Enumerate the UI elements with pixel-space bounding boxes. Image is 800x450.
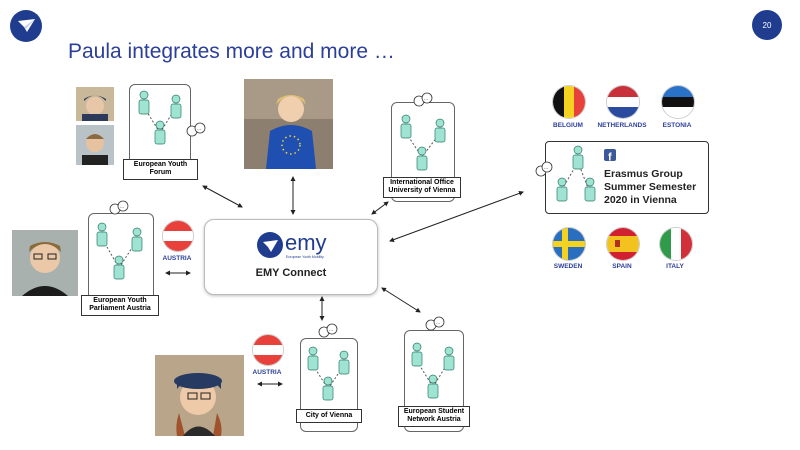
svg-text:...: ...: [120, 204, 124, 210]
person-photo-young-man: [76, 125, 114, 165]
emy-brand: emy: [285, 230, 327, 255]
person-icon: [307, 346, 350, 401]
network-diagram: [556, 145, 596, 202]
flag-label-austria: AUSTRIA: [252, 369, 282, 376]
flag-label-belgium: BELGIUM: [553, 122, 583, 129]
group-label-youth-parliament: European Youth Parliament Austria: [81, 295, 159, 316]
flag-belgium: [552, 85, 586, 119]
person-photo-young-man-large: [12, 230, 78, 296]
emy-tagline: European Youth Mobility: [286, 255, 324, 259]
flag-label-netherlands: NETHERLANDS: [597, 122, 647, 129]
svg-text:...: ...: [329, 327, 333, 333]
group-label-esn-austria: European Student Network Austria: [398, 406, 470, 427]
speech-bubble-icon: ...: [535, 161, 553, 177]
hub-title: EMY Connect: [255, 267, 327, 279]
speech-bubble-icon: ...: [318, 323, 338, 338]
speech-bubble-icon: ...: [425, 316, 445, 331]
svg-text:...: ...: [544, 165, 548, 171]
group-label-erasmus: Erasmus Group Summer Semester 2020 in Vi…: [604, 168, 697, 206]
flag-label-spain: SPAIN: [612, 263, 632, 270]
group-label-city-vienna: City of Vienna: [296, 409, 362, 423]
person-photo-cap-large: [155, 355, 244, 436]
speech-bubble-icon: ...: [186, 122, 206, 137]
group-card-youth-parliament: [88, 213, 154, 311]
flag-label-italy: ITALY: [666, 263, 684, 270]
facebook-icon: f: [604, 149, 616, 164]
flag-netherlands: [606, 85, 640, 119]
person-icon: [400, 114, 446, 171]
page-number-badge: 20: [752, 10, 782, 40]
group-label-youth-forum: European Youth Forum: [123, 159, 198, 180]
flag-label-sweden: SWEDEN: [553, 263, 583, 270]
paper-plane-icon: [18, 19, 35, 32]
person-icon: [138, 90, 182, 145]
svg-text:f: f: [608, 152, 612, 163]
emy-connect-hub: emy European Youth Mobility EMY Connect: [204, 219, 378, 295]
svg-text:...: ...: [436, 320, 440, 326]
paper-plane-icon: [257, 232, 283, 258]
group-label-intl-office: International Office University of Vienn…: [383, 177, 461, 198]
flag-spain: [606, 227, 640, 261]
flag-italy: [659, 227, 693, 261]
person-icon: [411, 342, 455, 399]
person-icon: [96, 222, 143, 280]
flag-austria: [162, 220, 194, 252]
speech-bubble-icon: ...: [109, 200, 129, 215]
svg-text:...: ...: [197, 126, 201, 132]
flag-label-austria: AUSTRIA: [162, 255, 192, 262]
speech-bubble-icon: ...: [413, 92, 433, 107]
slide-title: Paula integrates more and more …: [68, 40, 395, 63]
paper-plane-logo: [10, 10, 42, 42]
person-icon: [556, 145, 596, 202]
flag-label-estonia: ESTONIA: [662, 122, 692, 129]
person-photo-cap: [76, 87, 114, 121]
network-diagram: [138, 90, 182, 145]
person-photo-eu-hoodie: [244, 79, 333, 169]
group-card-erasmus: f Erasmus Group Summer Semester 2020 in …: [545, 141, 709, 214]
svg-text:...: ...: [424, 96, 428, 102]
flag-sweden: [552, 227, 586, 261]
flag-estonia: [661, 85, 695, 119]
flag-austria: [252, 334, 284, 366]
